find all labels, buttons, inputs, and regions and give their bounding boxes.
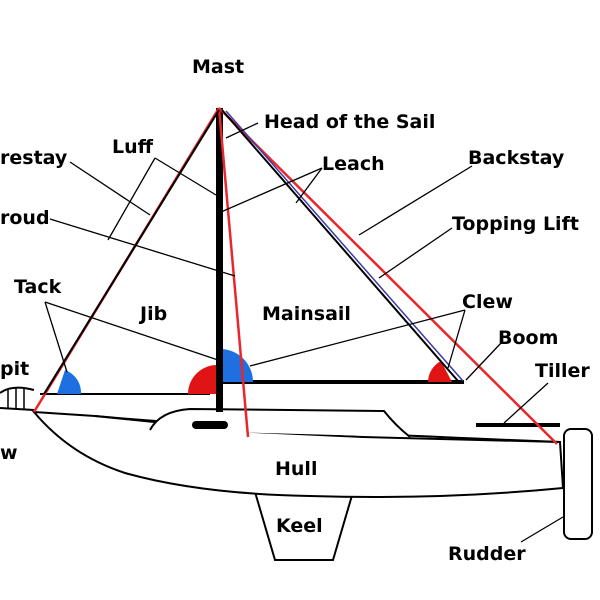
label-mast: Mast xyxy=(192,56,244,78)
tack-jib-marker xyxy=(57,370,82,394)
backstay xyxy=(218,107,558,445)
leader-lines xyxy=(44,122,564,543)
label-backstay: Backstay xyxy=(468,147,565,169)
topping-lift xyxy=(225,110,464,382)
label-bow: w xyxy=(0,442,18,464)
cabin xyxy=(149,407,411,438)
shroud xyxy=(217,107,250,438)
jib-luff xyxy=(43,109,220,395)
label-pulpit: pit xyxy=(0,358,29,380)
mast xyxy=(216,108,223,412)
porthole xyxy=(192,421,228,429)
rudder xyxy=(563,428,593,540)
tack-jib-marker-red xyxy=(188,365,217,394)
clew-marker xyxy=(428,361,452,382)
label-luff: Luff xyxy=(112,136,154,158)
label-head-of-the-sail: Head of the Sail xyxy=(264,111,435,133)
label-mainsail: Mainsail xyxy=(262,303,351,325)
label-hull: Hull xyxy=(275,458,317,480)
mainsail-leach xyxy=(221,109,459,382)
tack-main-marker xyxy=(220,349,253,382)
label-boom: Boom xyxy=(498,327,558,349)
hull xyxy=(31,410,565,498)
label-keel: Keel xyxy=(276,515,323,537)
label-tiller: Tiller xyxy=(535,360,590,382)
label-forestay: restay xyxy=(0,147,68,169)
label-rudder: Rudder xyxy=(448,543,526,565)
sail-edges xyxy=(43,109,459,395)
label-clew: Clew xyxy=(462,291,513,313)
pulpit xyxy=(0,386,35,411)
label-leach: Leach xyxy=(322,153,385,175)
label-jib: Jib xyxy=(138,303,167,325)
label-topping-lift: Topping Lift xyxy=(452,213,579,235)
label-tack: Tack xyxy=(14,276,62,298)
label-shroud: roud xyxy=(0,207,50,229)
